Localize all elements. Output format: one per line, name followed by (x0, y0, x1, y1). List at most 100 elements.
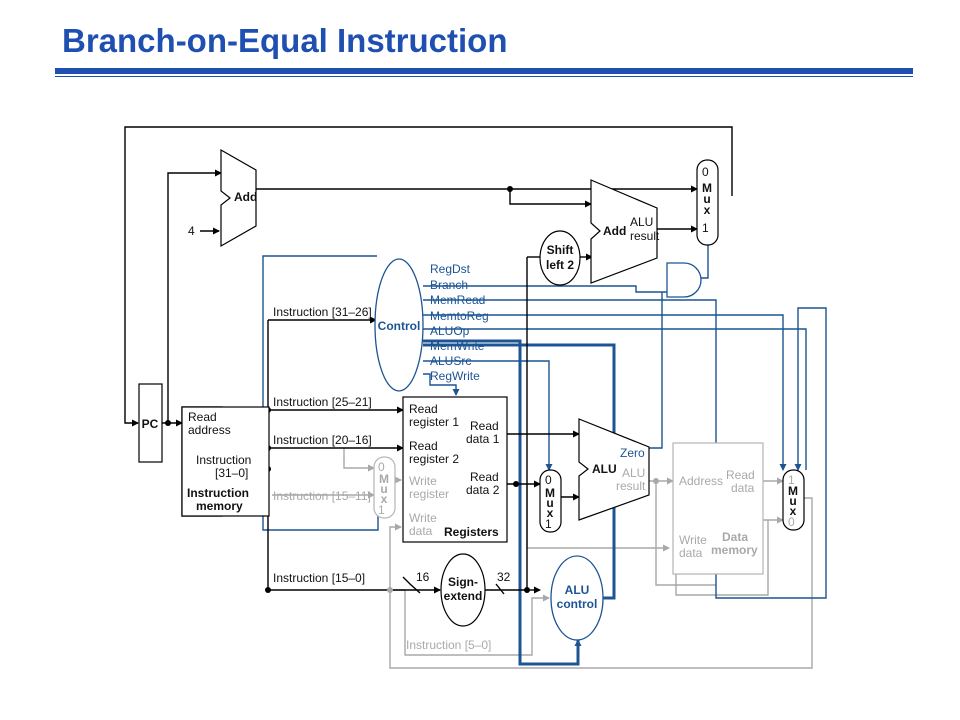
pc-adder-label: Add (234, 190, 257, 204)
dmem-rd-l2: data (731, 481, 755, 495)
dmem-rd-l1: Read (726, 468, 755, 482)
reg-wr-l2: register (409, 487, 449, 501)
field-25-21: Instruction [25–21] (273, 395, 372, 409)
alusrc-mux: 0 M u x 1 (539, 469, 562, 533)
shift-line2: left 2 (546, 258, 574, 272)
field-5-0: Instruction [5–0] (406, 638, 491, 652)
imem-read-l1: Read (188, 410, 217, 424)
branch-adder-result-l1: ALU (630, 215, 653, 229)
signal-alusrc: ALUSrc (430, 354, 471, 368)
alu-mux-label-x: x (547, 506, 554, 520)
reg-rd1-l1: Read (470, 419, 499, 433)
imem-name-l1: Instruction (187, 486, 249, 500)
pc-mux-label-u: u (703, 192, 710, 206)
pc-register: PC (138, 383, 163, 463)
imem-instr-l2: [31–0] (215, 466, 248, 480)
field-15-11: Instruction [15–11] (273, 489, 371, 503)
reg-rd2-l2: data 2 (466, 483, 500, 497)
reg-wr-l1: Write (409, 474, 437, 488)
alu-result-l1: ALU (622, 466, 645, 480)
pc-mux: 0 M u x 1 (696, 159, 719, 246)
imem-name-l2: memory (196, 499, 243, 513)
reg-name: Registers (444, 525, 499, 539)
alu-control-l2: control (557, 597, 598, 611)
reg-mux-label-u: u (380, 482, 387, 496)
alu-control: ALU control (550, 555, 604, 641)
main-alu: ALU Zero ALU result (578, 418, 650, 521)
alu-mux-label: M (545, 486, 555, 500)
signal-regdst: RegDst (430, 262, 471, 276)
field-31-26: Instruction [31–26] (273, 305, 372, 319)
alu-zero: Zero (620, 446, 645, 460)
signal-memread: MemRead (430, 293, 485, 307)
signal-aluop: ALUOp (430, 324, 470, 338)
field-15-0: Instruction [15–0] (273, 571, 365, 585)
sign-extend: Sign- extend 16 32 (416, 553, 511, 627)
title-rule (55, 68, 913, 74)
branch-adder-label: Add (603, 224, 626, 238)
pc-increment-const: 4 (188, 224, 195, 238)
reg-mux-label: M (379, 472, 389, 486)
signal-branch: Branch (430, 278, 468, 292)
dmem-wd-l1: Write (679, 533, 707, 547)
dmem-name-l2: memory (711, 543, 758, 557)
reg-rr1-l2: register 1 (409, 415, 459, 429)
control-unit: Control (374, 258, 424, 392)
mem-mux-label: M (788, 484, 798, 498)
dmem-address: Address (679, 474, 723, 488)
alu-mux-input-1: 1 (545, 517, 552, 531)
field-20-16: Instruction [20–16] (273, 433, 372, 447)
register-file: Read register 1 Read register 2 Write re… (402, 396, 508, 543)
pc-adder: Add (220, 148, 257, 248)
alu-mux-label-u: u (546, 496, 553, 510)
reg-wd-l2: data (409, 524, 433, 538)
shift-line1: Shift (547, 243, 574, 257)
regdst-mux: 0 M u x 1 (373, 456, 396, 519)
branch-adder: Add ALU result (590, 179, 660, 284)
dmem-name-l1: Data (722, 530, 748, 544)
shift-left-2: Shift left 2 (539, 230, 581, 286)
signal-regwrite: RegWrite (430, 369, 480, 383)
dmem-wd-l2: data (679, 546, 703, 560)
memtoreg-mux: 1 M u x 0 (782, 469, 805, 531)
alu-result-l2: result (616, 479, 646, 493)
mem-mux-label-u: u (789, 494, 796, 508)
reg-wd-l1: Write (409, 511, 437, 525)
imem-instr-l1: Instruction (196, 453, 251, 467)
mem-mux-input-0: 0 (788, 515, 795, 529)
reg-mux-label-x: x (381, 492, 388, 506)
reg-rr2-l2: register 2 (409, 452, 459, 466)
pc-mux-label-x: x (704, 203, 711, 217)
imem-read-l2: address (188, 423, 231, 437)
alu-control-l1: ALU (565, 583, 590, 597)
reg-rd1-l2: data 1 (466, 432, 500, 446)
reg-rr2-l1: Read (409, 439, 438, 453)
reg-mux-input-0: 0 (378, 460, 385, 474)
alu-mux-input-0: 0 (545, 473, 552, 487)
title-rule-thin (55, 76, 913, 77)
pc-label: PC (142, 417, 159, 431)
reg-rd2-l1: Read (470, 470, 499, 484)
pc-mux-input-0: 0 (702, 165, 709, 179)
sign-extend-in-bits: 16 (416, 570, 430, 584)
reg-mux-input-1: 1 (378, 503, 385, 517)
alu-label: ALU (592, 462, 617, 476)
pc-mux-label: M (702, 181, 712, 195)
instruction-memory-box: Read address Instruction [31–0] Instruct… (181, 406, 270, 517)
mem-mux-input-1: 1 (788, 473, 795, 487)
control-signal-labels: RegDst Branch MemRead MemtoReg ALUOp Mem… (430, 262, 489, 383)
pc-mux-input-1: 1 (702, 221, 709, 235)
branch-adder-result-l2: result (630, 229, 660, 243)
instruction-field-labels: Instruction [31–26] Instruction [25–21] … (273, 305, 491, 652)
data-memory: Address Read data Write data Data memory (672, 442, 764, 575)
sign-extend-l2: extend (444, 589, 483, 603)
signal-memwrite: MemWrite (430, 339, 485, 353)
reg-rr1-l1: Read (409, 402, 438, 416)
branch-and-gate (666, 262, 702, 298)
sign-extend-out-bits: 32 (497, 570, 511, 584)
mem-mux-label-x: x (790, 504, 797, 518)
control-label: Control (378, 319, 421, 333)
slide-title: Branch-on-Equal Instruction (62, 22, 508, 59)
sign-extend-l1: Sign- (448, 575, 478, 589)
